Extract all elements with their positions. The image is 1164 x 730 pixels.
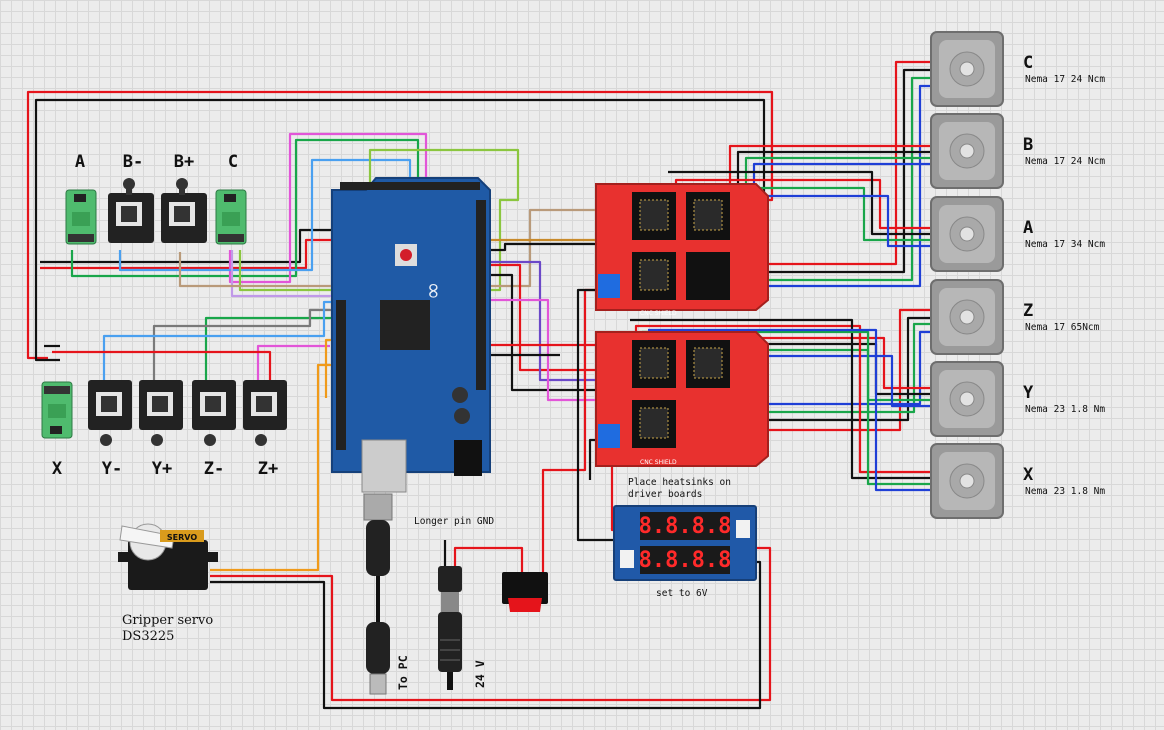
switch-label-c: C	[228, 152, 238, 172]
display-bottom-readout: 8.8.8.8	[639, 548, 732, 573]
switch-label-z-minus: Z-	[204, 459, 224, 479]
cnc-shield-label: CNC SHIELD	[640, 310, 677, 317]
switch-y-plus-module	[139, 380, 183, 446]
cnc-shield-top: CNC SHIELD	[595, 183, 769, 317]
motor-spec-y: Nema 23 1.8 Nm	[1025, 404, 1105, 415]
servo-name-line2: DS3225	[122, 629, 174, 644]
switch-label-a: A	[75, 152, 85, 172]
switch-z-minus-module	[192, 380, 236, 446]
annotations: Place heatsinks on driver boards set to …	[122, 477, 731, 690]
heatsink-note-line1: Place heatsinks on	[628, 477, 731, 488]
gripper-servo: SERVO	[118, 523, 218, 590]
switch-label-y-minus: Y-	[102, 459, 122, 479]
switch-a-module	[65, 189, 97, 245]
switch-z-plus-module	[243, 380, 287, 446]
cnc-shield-bottom: CNC SHIELD	[595, 331, 769, 467]
cnc-shield-label: CNC SHIELD	[640, 459, 677, 466]
motor-letter-x: X	[1023, 465, 1034, 485]
display-top-readout: 8.8.8.8	[639, 514, 732, 539]
longer-pin-note: Longer pin GND	[414, 516, 494, 527]
motor-spec-a: Nema 17 34 Ncm	[1025, 239, 1105, 250]
switch-y-minus-module	[88, 380, 132, 446]
motor-letter-b: B	[1023, 135, 1033, 155]
switch-label-z-plus: Z+	[258, 459, 278, 479]
power-terminal	[598, 274, 620, 298]
usb-b-port	[361, 439, 407, 493]
driver-board	[686, 252, 730, 300]
dc-barrel-plug	[438, 566, 462, 690]
motor-wires-Z	[690, 308, 930, 432]
motor-letter-z: Z	[1023, 301, 1033, 321]
to-pc-label: To PC	[396, 655, 410, 690]
motor-spec-c: Nema 17 24 Ncm	[1025, 74, 1105, 85]
motor-letter-a: A	[1023, 218, 1033, 238]
motor-letter-c: C	[1023, 53, 1033, 73]
power-terminal	[598, 424, 620, 448]
buck-converter-display: 8.8.8.8 8.8.8.8	[613, 505, 757, 581]
switch-label-b-minus: B-	[123, 152, 143, 172]
bottom-endstop-switches: X Y- Y+ Z- Z+	[41, 380, 287, 479]
switch-b-minus-module	[108, 178, 154, 243]
usb-cable	[363, 493, 393, 695]
switch-b-plus-module	[161, 178, 207, 243]
mcu-chip	[380, 300, 430, 350]
switch-c-module	[215, 189, 247, 245]
supply-voltage-label: 24 V	[473, 660, 487, 688]
motor-spec-z: Nema 17 65Ncm	[1025, 322, 1100, 333]
switch-label-x: X	[52, 459, 63, 479]
heatsink-note-line2: driver boards	[628, 489, 702, 500]
motor-letter-y: Y	[1023, 383, 1034, 403]
switch-label-b-plus: B+	[174, 152, 194, 172]
switch-x-module	[41, 381, 73, 439]
set-voltage-note: set to 6V	[656, 588, 708, 599]
servo-brand-label: SERVO	[167, 533, 197, 542]
arduino-mega-board: ∞	[331, 177, 491, 493]
svg-text:∞: ∞	[421, 282, 446, 300]
motor-spec-x: Nema 23 1.8 Nm	[1025, 486, 1105, 497]
motor-spec-b: Nema 17 24 Ncm	[1025, 156, 1105, 167]
dc-jack	[454, 440, 482, 476]
switch-label-y-plus: Y+	[152, 459, 172, 479]
rocker-power-switch	[502, 572, 548, 612]
servo-name-line1: Gripper servo	[122, 613, 213, 628]
top-endstop-switches: A B- B+ C	[65, 152, 247, 245]
